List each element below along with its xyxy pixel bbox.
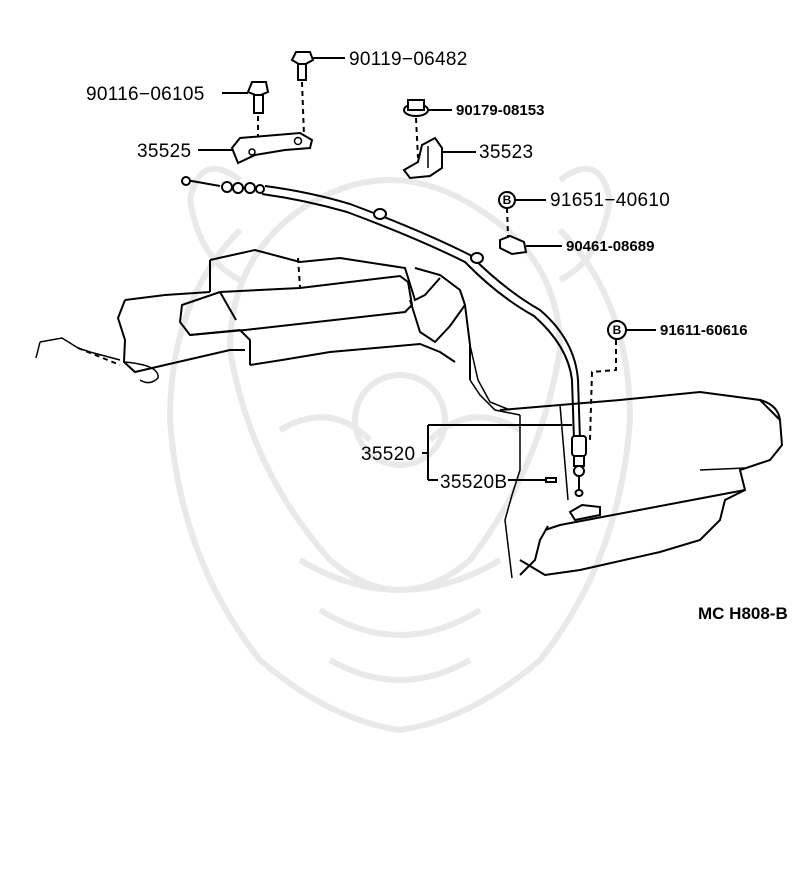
shift-cable bbox=[181, 176, 587, 497]
part-label-91651-40610: 91651−40610 bbox=[550, 190, 670, 211]
bracket-35523 bbox=[402, 136, 476, 180]
part-label-90116-06105: 90116−06105 bbox=[86, 84, 205, 105]
part-label-90119-06482: 90119−06482 bbox=[349, 49, 468, 70]
part-label-90461-08689: 90461-08689 bbox=[566, 238, 654, 255]
leader-35520 bbox=[422, 424, 572, 483]
part-label-35520: 35520 bbox=[361, 444, 415, 465]
part-label-35520B: 35520B bbox=[440, 472, 507, 493]
clip-91651: B bbox=[498, 191, 562, 256]
engine-block bbox=[35, 248, 521, 416]
transmission bbox=[499, 390, 784, 579]
diagram-code-label: MC H808-B bbox=[698, 604, 788, 623]
bracket-35525 bbox=[198, 131, 314, 165]
bolt-90119 bbox=[290, 51, 345, 137]
part-label-35523: 35523 bbox=[479, 142, 533, 163]
part-label-90179-08153: 90179-08153 bbox=[456, 102, 544, 119]
part-label-91611-60616: 91611-60616 bbox=[660, 322, 748, 339]
nut-90179 bbox=[403, 99, 452, 159]
badge-b-label: B bbox=[503, 193, 512, 207]
clip-91611: B bbox=[589, 320, 656, 441]
part-label-35525: 35525 bbox=[137, 141, 191, 162]
badge-b-label: B bbox=[613, 323, 622, 337]
